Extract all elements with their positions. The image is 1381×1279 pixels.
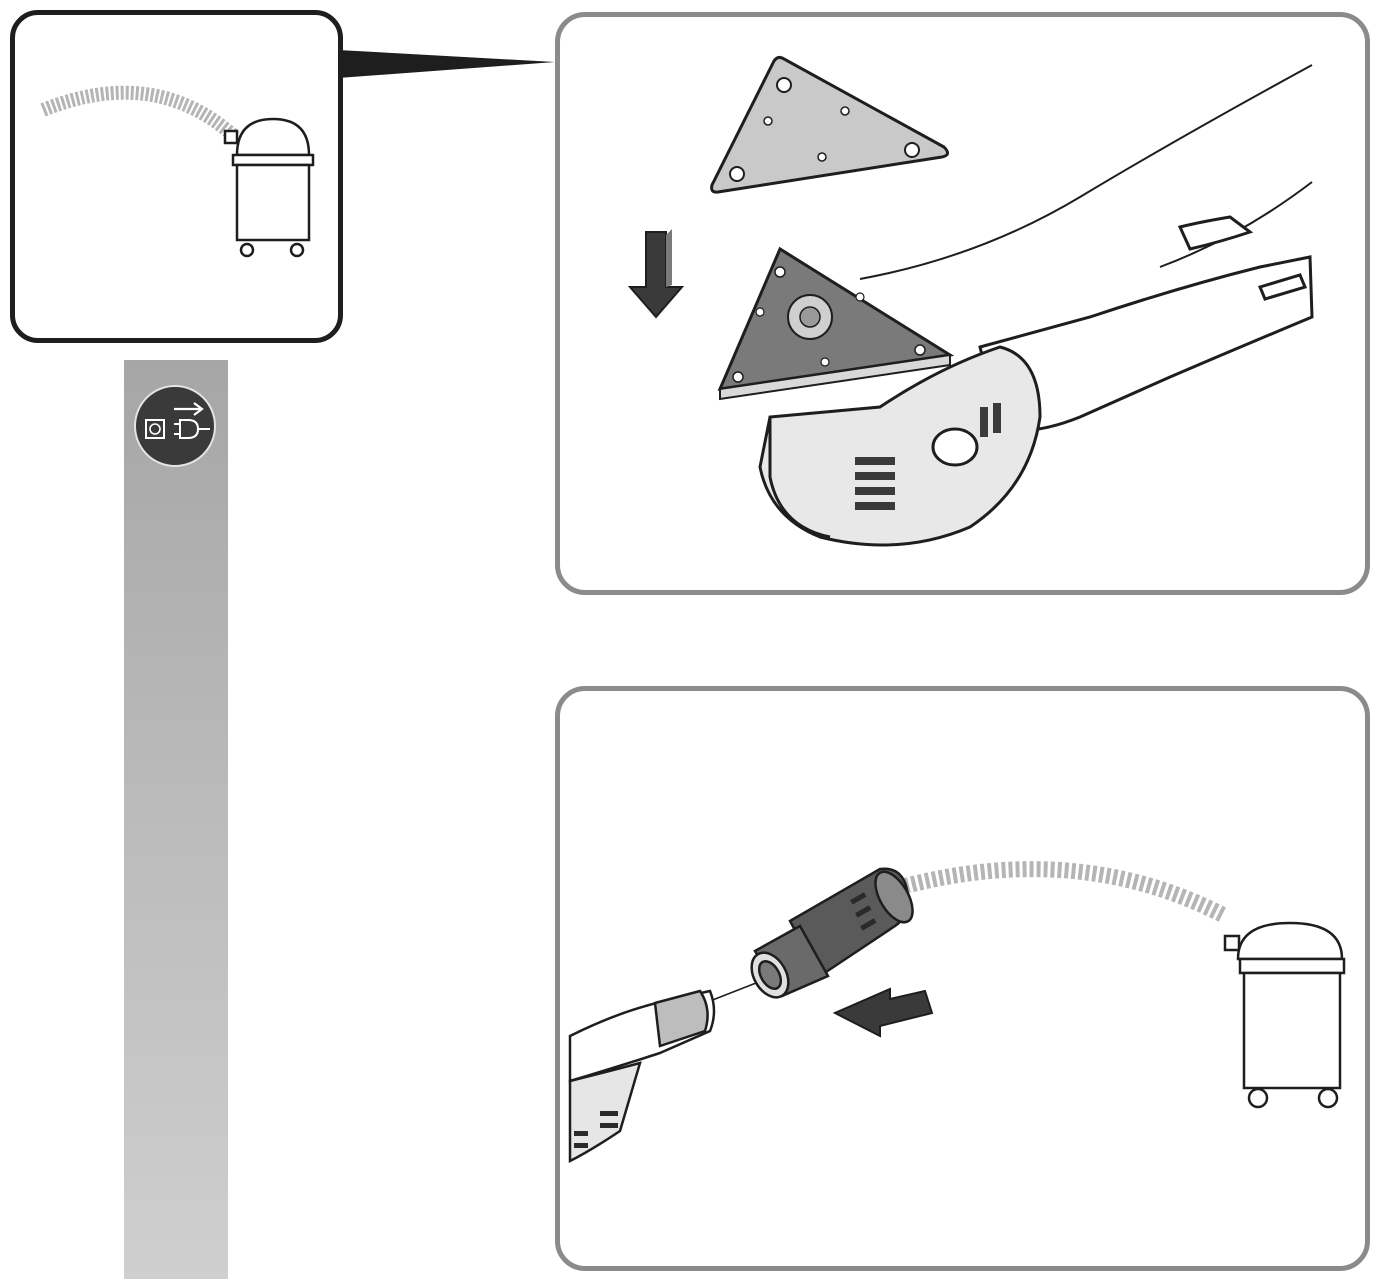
extractor-illustration [568, 861, 1346, 1164]
sander-panel [555, 12, 1370, 595]
zoom-panel [10, 10, 343, 343]
hose-icon [40, 85, 240, 143]
sander-illustration [627, 55, 1314, 547]
unplug-power-badge [134, 385, 216, 467]
sanding-sheet-icon [710, 55, 949, 194]
extractor-panel [555, 686, 1370, 1271]
multitool-icon [568, 989, 716, 1164]
multitool-icon [758, 215, 1314, 547]
down-arrow-icon [627, 229, 685, 319]
zoom-illustration [40, 85, 315, 258]
side-bar [124, 360, 228, 1279]
extractor-icon [223, 117, 315, 258]
left-arrow-icon [832, 987, 934, 1038]
unplug-power-icon [145, 402, 210, 439]
extractor-icon [1223, 921, 1346, 1109]
hose-icon [903, 861, 1229, 924]
sanding-pad-icon [717, 246, 955, 401]
hose-adapter-icon [750, 867, 914, 999]
